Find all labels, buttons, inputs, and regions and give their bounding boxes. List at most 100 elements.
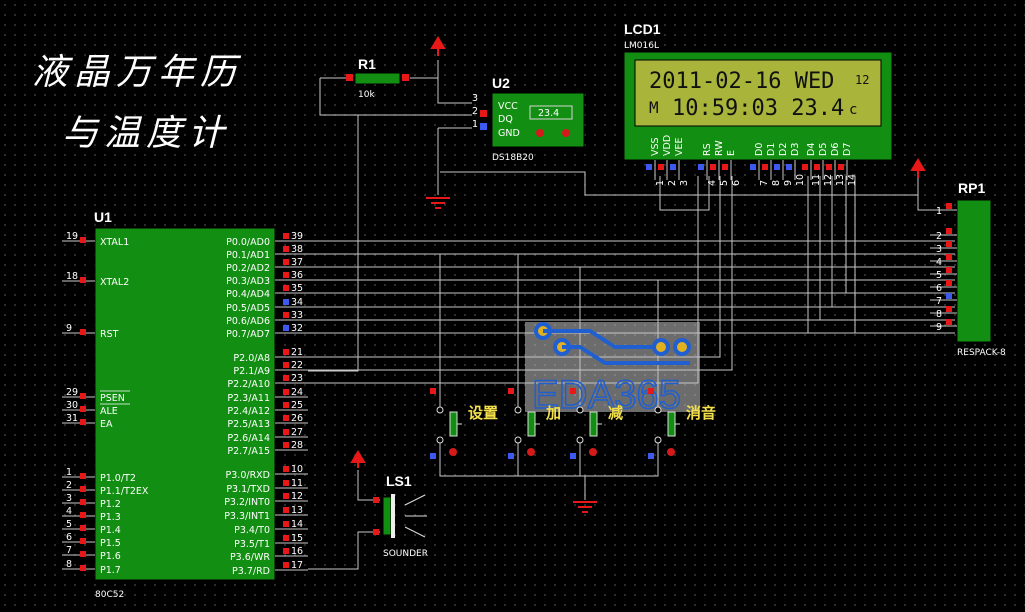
push-button[interactable]: 加 <box>508 388 561 459</box>
lcd-pin-name: D4 <box>806 143 817 156</box>
button-group: 设置加 减 消音 <box>430 388 716 459</box>
u1-pin-number: 30 <box>66 400 78 411</box>
lcd-pin-number: 6 <box>731 180 742 186</box>
sensor-u2[interactable]: U2 VCC DQ GND 3 2 1 23.4 DS18B20 <box>472 75 585 163</box>
sensor-reading: 23.4 <box>538 108 559 119</box>
rp1-pin-number: 6 <box>936 283 942 294</box>
watermark: EDA365 <box>525 322 700 418</box>
pin-state-marker <box>838 164 844 170</box>
pin-state-marker <box>283 415 289 421</box>
u1-pin-number: 28 <box>291 440 303 451</box>
lcd-pin-number: 8 <box>771 180 782 186</box>
u1-pin-number: 15 <box>291 533 303 544</box>
rp1-pin-number: 8 <box>936 309 942 320</box>
u1-pin-number: 10 <box>291 464 303 475</box>
lcd-pin-name: D7 <box>842 143 853 156</box>
u1-pin-number: 34 <box>291 297 303 308</box>
rp1-part: RESPACK-8 <box>957 348 1006 358</box>
pin-state-marker <box>946 254 952 260</box>
pin-state-marker <box>508 453 514 459</box>
u1-pin-name: P2.2/A10 <box>227 379 270 390</box>
pin-state-marker <box>283 521 289 527</box>
pin-state-marker <box>283 507 289 513</box>
pin-state-marker <box>670 164 676 170</box>
button-actuator-icon[interactable] <box>527 448 535 456</box>
pin-state-marker <box>80 551 86 557</box>
pin-state-marker <box>814 164 820 170</box>
button-label: 减 <box>608 404 623 422</box>
u1-ref: U1 <box>94 209 112 225</box>
u2-ref: U2 <box>492 75 510 91</box>
push-button[interactable]: 减 <box>570 388 623 459</box>
u1-pin-number: 8 <box>66 559 72 570</box>
pin-state-marker <box>80 512 86 518</box>
u1-pin-number: 18 <box>66 271 78 282</box>
pin-state-marker <box>80 393 86 399</box>
u1-pin-number: 12 <box>291 491 303 502</box>
u1-pin-number: 31 <box>66 413 78 424</box>
u1-pin-number: 11 <box>291 478 303 489</box>
resistor-r1[interactable]: R1 10k <box>346 56 409 100</box>
lcd-pin-number: 14 <box>847 174 858 186</box>
pin-state-marker <box>430 388 436 394</box>
pin-state-marker <box>946 280 952 286</box>
u2-pin-num: 3 <box>472 93 478 104</box>
pin-state-marker <box>283 362 289 368</box>
u1-pin-number: 27 <box>291 427 303 438</box>
u2-part: DS18B20 <box>492 153 534 163</box>
u1-pin-name: P0.1/AD1 <box>226 250 270 261</box>
rp1-pin-number: 5 <box>936 270 942 281</box>
u2-pin-name: VCC <box>498 101 518 112</box>
u1-pin-number: 6 <box>66 532 72 543</box>
lcd-pin-number: 13 <box>835 174 846 186</box>
lcd-pins: VSS1VDD2VEE3RS4RW5E6D07D18D29D310D411D51… <box>646 135 858 186</box>
button-actuator-icon[interactable] <box>667 448 675 456</box>
mcu-u1[interactable]: U1 80C52 19XTAL118XTAL29RST29PSEN30ALE31… <box>62 209 308 600</box>
ground-symbol <box>426 197 597 513</box>
lcd-part: LM016L <box>624 41 659 51</box>
lcd-pin-name: RS <box>702 143 713 156</box>
lcd-line1-right: 12 <box>855 73 869 87</box>
pin-state-marker <box>283 375 289 381</box>
sensor-down-button[interactable] <box>536 129 544 137</box>
push-button[interactable]: 消音 <box>648 388 716 459</box>
pin-state-marker <box>283 466 289 472</box>
pin-state-marker <box>283 325 289 331</box>
u1-pin-name: P2.4/A12 <box>227 406 270 417</box>
lcd-pin-number: 2 <box>667 180 678 186</box>
pin-state-marker <box>946 203 952 209</box>
lcd-pin-name: D0 <box>754 143 765 156</box>
u1-pin-name: ALE <box>100 406 118 417</box>
pin-state-marker <box>80 538 86 544</box>
push-button[interactable]: 设置 <box>430 388 498 459</box>
u1-pin-name: P2.6/A14 <box>227 433 270 444</box>
u1-pin-name: P1.4 <box>100 525 121 536</box>
u1-pin-name: P0.7/AD7 <box>226 329 270 340</box>
u1-pin-name: EA <box>100 419 113 430</box>
u1-pin-number: 5 <box>66 519 72 530</box>
u1-pin-number: 4 <box>66 506 72 517</box>
u1-pin-name: P1.7 <box>100 565 121 576</box>
lcd-line2-unit: c <box>849 102 857 118</box>
sounder-ls1[interactable]: LS1 SOUNDER <box>373 473 428 559</box>
u1-pin-number: 36 <box>291 270 303 281</box>
pin-state-marker <box>802 164 808 170</box>
pin-state-marker <box>283 548 289 554</box>
pin-state-marker <box>648 453 654 459</box>
lcd-display[interactable]: LCD1 LM016L 2011-02-16 WED 12 M 10:59:03… <box>623 21 893 186</box>
u1-left-pins: 19XTAL118XTAL29RST29PSEN30ALE31EA1P1.0/T… <box>62 231 149 576</box>
sensor-up-button[interactable] <box>562 129 570 137</box>
button-actuator-icon[interactable] <box>589 448 597 456</box>
lcd-pin-name: RW <box>714 140 725 156</box>
u1-pin-name: P2.7/A15 <box>227 446 270 457</box>
lcd-pin-number: 7 <box>759 180 770 186</box>
u1-pin-number: 37 <box>291 257 303 268</box>
button-actuator-icon[interactable] <box>449 448 457 456</box>
u1-pin-name: PSEN <box>100 393 125 404</box>
lcd-pin-name: D6 <box>830 143 841 156</box>
pin-state-marker <box>826 164 832 170</box>
pin-state-marker <box>946 293 952 299</box>
